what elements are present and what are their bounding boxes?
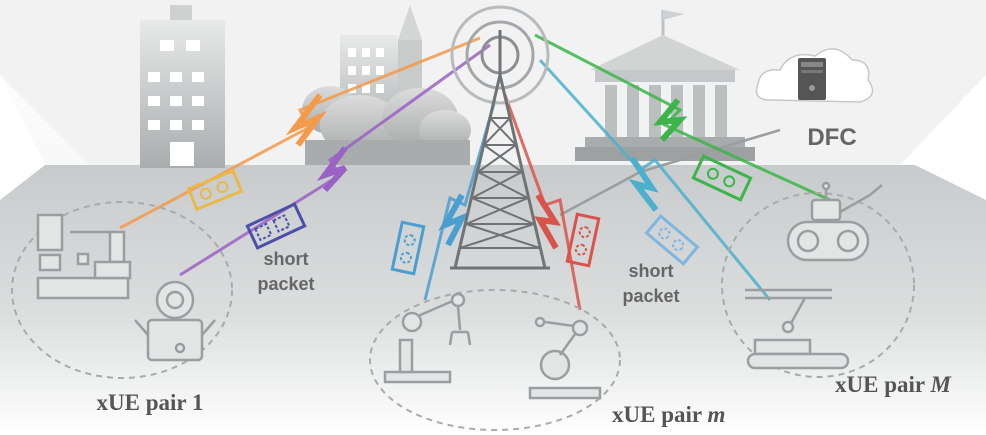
packet-icon-yellow bbox=[186, 168, 244, 212]
office-building-icon bbox=[140, 5, 225, 168]
xue-pair-1-boundary bbox=[11, 201, 233, 379]
short-packet-label-left-line1: short bbox=[264, 249, 309, 269]
purple-link bbox=[179, 43, 491, 277]
dfc-label: DFC bbox=[807, 124, 856, 151]
dfc-link-line bbox=[559, 128, 781, 217]
xue-pair-M-boundary bbox=[721, 192, 915, 378]
packet-icon-green bbox=[691, 154, 753, 202]
xue-pair-M-var: M bbox=[929, 372, 952, 397]
xue-pair-M-prefix: xUE pair bbox=[835, 372, 930, 397]
city-buildings-icon bbox=[302, 5, 471, 165]
robot-arm-icon-left bbox=[383, 292, 472, 384]
short-packet-label-right-line1: short bbox=[629, 261, 674, 281]
robot-arm-icon-right bbox=[528, 316, 602, 400]
short-packet-label-right-line2: packet bbox=[622, 286, 679, 306]
xue-pair-m-label: xUE pair m bbox=[612, 402, 725, 427]
robot-icon bbox=[134, 280, 216, 362]
xue-pair-m-boundary bbox=[369, 289, 621, 431]
short-packet-label-left-line2: packet bbox=[257, 274, 314, 294]
industrial-machine-icon bbox=[36, 213, 132, 300]
xue-pair-m-prefix: xUE pair bbox=[612, 402, 707, 427]
conveyor-arm-icon bbox=[745, 288, 850, 370]
xue-pair-m-var: m bbox=[707, 402, 725, 427]
packet-icon-lightblue bbox=[644, 214, 700, 266]
back-wall bbox=[0, 0, 986, 165]
green-link bbox=[534, 33, 831, 202]
left-wall-panel bbox=[0, 75, 45, 200]
packet-icon-red bbox=[565, 212, 601, 268]
lightning-bolts bbox=[285, 93, 688, 250]
packet-icon-blue bbox=[390, 220, 426, 276]
xue-pair-1-label: xUE pair 1 bbox=[97, 390, 204, 415]
server-icon bbox=[798, 58, 826, 100]
dfc-cloud-icon bbox=[755, 48, 874, 103]
cyan-link bbox=[538, 58, 772, 301]
tracked-robot-icon bbox=[786, 181, 883, 262]
xue-pair-M-label: xUE pair M bbox=[835, 372, 952, 397]
cell-tower-icon bbox=[450, 5, 550, 270]
